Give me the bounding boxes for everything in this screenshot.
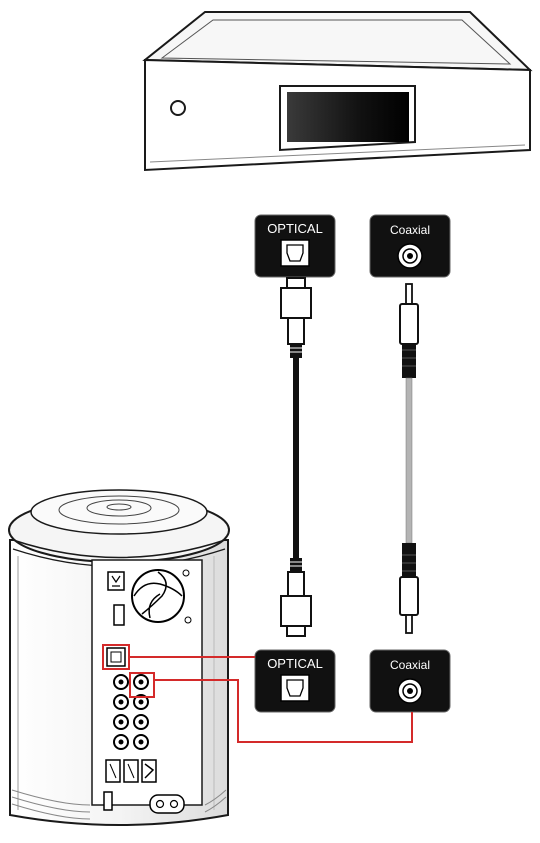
optical-port-bottom: OPTICAL: [254, 649, 336, 713]
coaxial-label-bottom: Coaxial: [390, 658, 430, 672]
speaker-tower: [8, 489, 230, 826]
power-button: [170, 100, 186, 116]
optical-port-top: OPTICAL: [254, 214, 336, 278]
coaxial-label-top: Coaxial: [390, 223, 430, 237]
optical-label-bottom: OPTICAL: [267, 656, 323, 671]
connection-lines: [102, 644, 413, 743]
optical-cable: [280, 277, 312, 637]
optical-label-top: OPTICAL: [267, 221, 323, 236]
coaxial-port-top: Coaxial: [369, 214, 451, 278]
source-device: [142, 11, 533, 172]
tower-rca-jacks: [113, 674, 149, 750]
device-display: [287, 92, 409, 142]
coaxial-cable: [399, 283, 419, 634]
coaxial-port-bottom: Coaxial: [369, 649, 451, 713]
